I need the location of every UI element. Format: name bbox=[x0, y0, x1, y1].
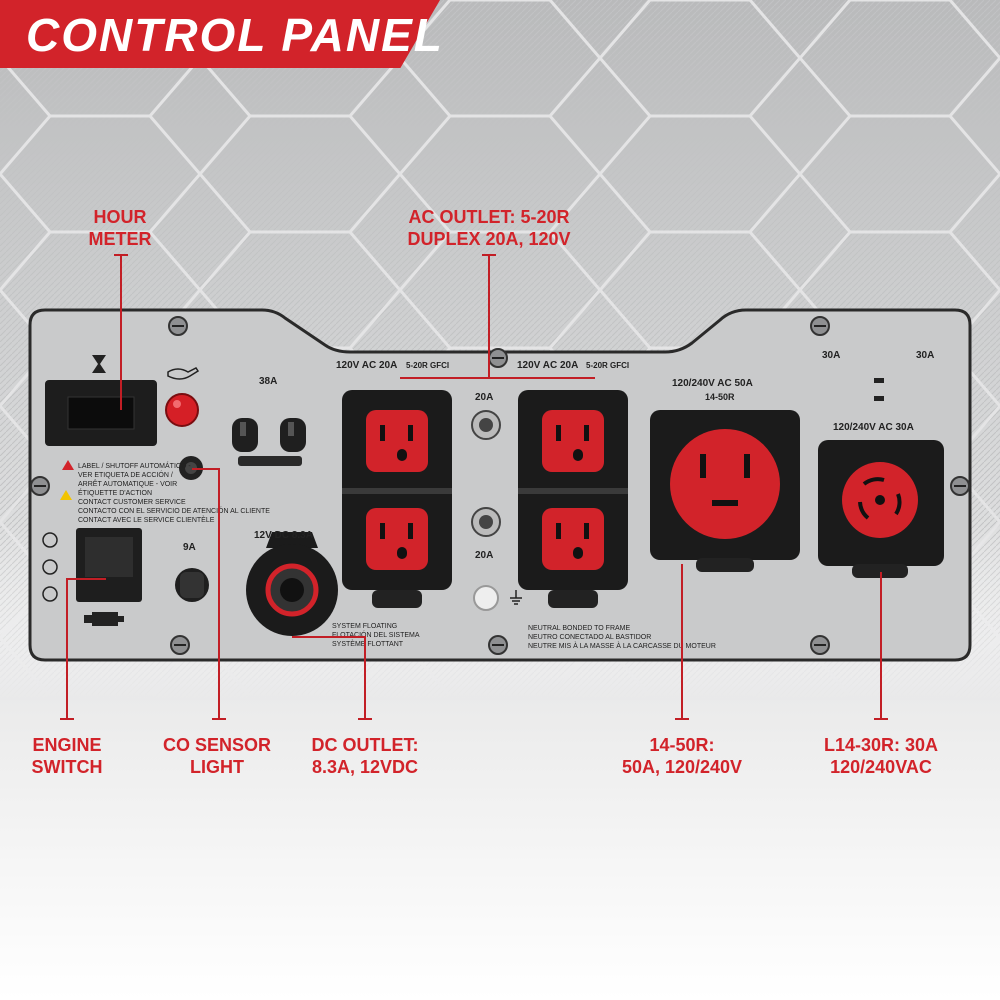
label-duplex-left: 120V AC 20A bbox=[336, 360, 398, 371]
duplex-outlet-left bbox=[342, 390, 452, 608]
label-duplex-right-gfci: 5-20R GFCI bbox=[586, 361, 630, 370]
leader-dc-outlet bbox=[364, 636, 366, 720]
callout-r1450: 14-50R:50A, 120/240V bbox=[621, 735, 743, 777]
dc-outlet bbox=[246, 532, 338, 636]
leader-l1430 bbox=[880, 572, 882, 720]
r1450-outlet bbox=[650, 410, 800, 572]
l1430-outlet bbox=[818, 440, 944, 578]
oil-indicator bbox=[165, 393, 199, 427]
callout-dc-outlet: DC OUTLET:8.3A, 12VDC bbox=[311, 735, 419, 777]
leader-ac-outlet-horizontal bbox=[400, 377, 595, 379]
oil-level-icon bbox=[167, 367, 200, 380]
label-duplex-left-gfci: 5-20R GFCI bbox=[406, 361, 450, 370]
page-title: CONTROL PANEL bbox=[26, 9, 444, 61]
leader-hour-meter bbox=[120, 254, 122, 410]
label-duplex-right: 120V AC 20A bbox=[517, 360, 579, 371]
leader-co-sensor bbox=[218, 468, 220, 720]
leader-cap bbox=[60, 718, 74, 720]
label-20a-top: 20A bbox=[475, 392, 494, 403]
breaker-20a bbox=[471, 410, 501, 611]
leader-ac-outlet bbox=[488, 254, 490, 378]
leader-cap bbox=[358, 718, 372, 720]
breaker-icon bbox=[874, 378, 884, 401]
hourglass-icon bbox=[92, 355, 106, 373]
label-30a-left: 30A bbox=[822, 350, 841, 361]
leader-cap bbox=[114, 254, 128, 256]
co-warning-text: LABEL / SHUTOFF AUTOMÁTICO - VER ETIQUET… bbox=[78, 463, 191, 497]
label-9a: 9A bbox=[183, 542, 196, 553]
leader-cap bbox=[482, 254, 496, 256]
label-30a-right: 30A bbox=[916, 350, 935, 361]
breaker-38a bbox=[232, 418, 306, 466]
ground-icon bbox=[510, 590, 522, 605]
label-l1430-rating: 120/240V AC 30A bbox=[833, 422, 914, 433]
leader-engine-horizontal bbox=[66, 578, 106, 580]
label-dc-rating: 12V DC 8.3A bbox=[254, 530, 313, 541]
leader-engine-switch bbox=[66, 578, 68, 720]
label-r1450-rating: 120/240V AC 50A bbox=[672, 378, 753, 389]
leader-dc-horizontal bbox=[292, 636, 366, 638]
leader-cap bbox=[874, 718, 888, 720]
engine-icon bbox=[84, 612, 124, 626]
label-20a-bottom: 20A bbox=[475, 550, 494, 561]
label-r1450-model: 14-50R bbox=[705, 392, 735, 402]
leader-cap bbox=[212, 718, 226, 720]
caution-icon bbox=[60, 490, 72, 500]
leader-cap bbox=[675, 718, 689, 720]
co-service-text: CONTACT CUSTOMER SERVICE CONTACTO CON EL… bbox=[78, 499, 270, 524]
system-floating-text: SYSTEM FLOATING FLOTACIÓN DEL SISTEMA SY… bbox=[332, 623, 420, 648]
warning-icon bbox=[62, 460, 74, 470]
leader-co-horizontal bbox=[192, 468, 220, 470]
breaker-9a bbox=[175, 568, 209, 602]
leader-r1450 bbox=[681, 564, 683, 720]
title-banner bbox=[0, 0, 440, 68]
label-38a: 38A bbox=[259, 376, 278, 387]
duplex-outlet-right bbox=[518, 390, 628, 608]
neutral-bonded-text: NEUTRAL BONDED TO FRAME NEUTRO CONECTADO… bbox=[528, 625, 716, 650]
choke-icon bbox=[42, 532, 58, 602]
